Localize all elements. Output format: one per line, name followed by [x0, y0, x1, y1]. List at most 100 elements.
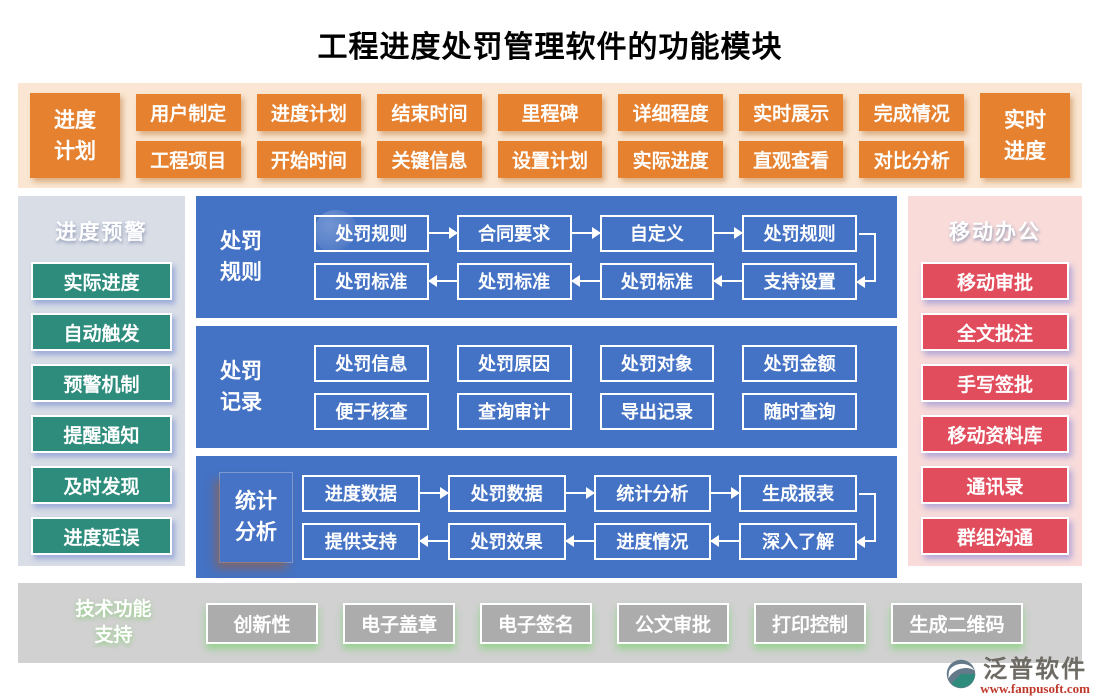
arrow-left-icon [427, 275, 457, 287]
arrow-left-icon [564, 535, 594, 547]
arrow-right-icon [571, 227, 601, 239]
vendor-icon [946, 659, 976, 694]
flow-node: 查询审计 [456, 392, 572, 430]
penalty-rules-panel: 处罚 规则 处罚规则 合同要求 自定义 处罚规则 处罚标准 处罚标准 [196, 196, 897, 318]
panel-label-line: 分析 [235, 520, 277, 544]
feature-node: 实际进度 [31, 262, 172, 300]
tech-support-strip: 技术功能 支持 创新性 电子盖章 电子签名 公文审批 打印控制 生成二维码 [18, 583, 1082, 663]
elbow-connector [856, 492, 876, 548]
feature-node: 提醒通知 [31, 415, 172, 453]
arrow-left-icon [713, 275, 743, 287]
vendor-url-link[interactable]: www.fanpusoft.com [980, 681, 1090, 697]
feature-node: 实时展示 [738, 93, 844, 131]
flow-row: 处罚信息 处罚原因 处罚对象 处罚金额 [314, 344, 857, 382]
diagram-title: 工程进度处罚管理软件的功能模块 [317, 31, 783, 64]
flow-row: 进度数据 处罚数据 统计分析 生成报表 [302, 474, 857, 512]
panel-header: 进度预警 [55, 220, 148, 244]
feature-node: 实际进度 [618, 140, 723, 178]
flow-node: 处罚规则 [314, 214, 429, 252]
module-label: 计划 [54, 138, 96, 163]
feature-node: 关键信息 [377, 140, 482, 178]
arrow-right-icon [714, 227, 744, 239]
feature-node: 对比分析 [859, 140, 965, 178]
main-area: 进度预警 实际进度 自动触发 预警机制 提醒通知 及时发现 进度延误 处罚 规则… [18, 196, 1082, 578]
penalty-records-panel: 处罚 记录 处罚信息 处罚原因 处罚对象 处罚金额 便于核查 查询审计 [196, 326, 897, 448]
flow-node: 处罚金额 [742, 344, 857, 382]
feature-pair: 实时展示 直观查看 [738, 93, 844, 178]
feature-node: 及时发现 [31, 466, 172, 504]
arrow-left-icon [710, 535, 740, 547]
feature-node: 详细程度 [618, 93, 723, 131]
panel-header-line: 技术功能 [75, 599, 152, 621]
panel-header-line: 支持 [94, 625, 133, 646]
flow-row: 处罚规则 合同要求 自定义 处罚规则 [314, 214, 857, 252]
flow-node: 处罚标准 [456, 262, 572, 300]
panel-label-line: 处罚 [220, 358, 262, 383]
flow-node: 支持设置 [742, 262, 857, 300]
feature-node: 进度延误 [31, 517, 172, 555]
panel-label: 处罚 记录 [220, 356, 304, 419]
flow-node: 统计分析 [593, 474, 712, 512]
feature-node: 进度计划 [256, 93, 362, 131]
flow-row: 处罚标准 处罚标准 处罚标准 支持设置 [314, 262, 857, 300]
arrow-right-icon [711, 487, 741, 499]
feature-pair: 里程碑 设置计划 [497, 93, 603, 178]
flow-node: 处罚原因 [456, 344, 572, 382]
feature-node: 电子签名 [480, 602, 592, 644]
feature-node: 通讯录 [921, 466, 1069, 504]
feature-node: 生成二维码 [891, 602, 1023, 644]
vendor-logo: 泛普软件 www.fanpusoft.com [946, 657, 1090, 696]
feature-node: 用户制定 [136, 93, 241, 131]
module-realtime-progress: 实时 进度 [980, 93, 1071, 178]
panel-header: 移动办公 [949, 220, 1041, 244]
panel-label: 统计 分析 [220, 472, 292, 562]
flow-node: 自定义 [599, 214, 715, 252]
feature-node: 群组沟通 [921, 517, 1069, 555]
statistics-analysis-panel: 统计 分析 进度数据 处罚数据 统计分析 生成报表 提供支持 处罚效果 [196, 456, 897, 578]
flow-row: 提供支持 处罚效果 进度情况 深入了解 [302, 522, 857, 560]
flow-rows: 处罚信息 处罚原因 处罚对象 处罚金额 便于核查 查询审计 导出记录 随时查询 [314, 344, 857, 430]
flow-rows: 处罚规则 合同要求 自定义 处罚规则 处罚标准 处罚标准 处罚标准 支持设置 [314, 214, 876, 300]
flow-node: 处罚标准 [599, 262, 715, 300]
flow-node: 处罚效果 [447, 522, 566, 560]
flow-node: 深入了解 [739, 522, 857, 560]
feature-node: 全文批注 [921, 313, 1069, 351]
flow-node: 随时查询 [742, 392, 857, 430]
feature-node: 工程项目 [136, 140, 241, 178]
flow-node: 处罚数据 [447, 474, 566, 512]
arrow-left-icon [570, 275, 600, 287]
feature-node: 移动审批 [921, 262, 1069, 300]
panel-label-line: 记录 [220, 390, 262, 414]
module-label: 进度 [1004, 138, 1047, 163]
flow-node: 导出记录 [599, 392, 715, 430]
feature-node: 里程碑 [497, 93, 603, 131]
feature-node: 开始时间 [256, 140, 362, 178]
module-progress-plan: 进度 计划 [30, 93, 120, 178]
arrow-right-icon [565, 487, 595, 499]
panel-label-line: 处罚 [220, 228, 262, 253]
flow-node: 处罚标准 [314, 262, 429, 300]
feature-node: 直观查看 [738, 140, 844, 178]
feature-node: 公文审批 [617, 602, 729, 644]
flow-node: 合同要求 [456, 214, 572, 252]
feature-node: 结束时间 [377, 93, 482, 131]
panel-label-line: 规则 [220, 260, 262, 284]
panel-header: 技术功能 支持 [46, 597, 181, 648]
flow-row: 便于核查 查询审计 导出记录 随时查询 [314, 392, 857, 430]
center-flow-column: 处罚 规则 处罚规则 合同要求 自定义 处罚规则 处罚标准 处罚标准 [196, 196, 897, 578]
feature-node: 设置计划 [497, 140, 603, 178]
schedule-plan-strip: 进度 计划 用户制定 工程项目 进度计划 开始时间 结束时间 关键信息 里程碑 … [18, 83, 1082, 188]
flow-node: 生成报表 [739, 474, 857, 512]
feature-pair: 用户制定 工程项目 [136, 93, 241, 178]
vendor-name: 泛普软件 [983, 656, 1088, 684]
flow-node: 便于核查 [314, 392, 429, 430]
arrow-left-icon [418, 535, 448, 547]
flow-node: 处罚信息 [314, 344, 429, 382]
flow-node: 处罚规则 [742, 214, 857, 252]
panel-label-line: 统计 [235, 488, 277, 513]
panel-label: 处罚 规则 [220, 226, 304, 289]
feature-node: 预警机制 [31, 364, 172, 402]
flow-node: 进度情况 [593, 522, 712, 560]
progress-warning-panel: 进度预警 实际进度 自动触发 预警机制 提醒通知 及时发现 进度延误 [18, 196, 185, 566]
arrow-right-icon [428, 227, 458, 239]
